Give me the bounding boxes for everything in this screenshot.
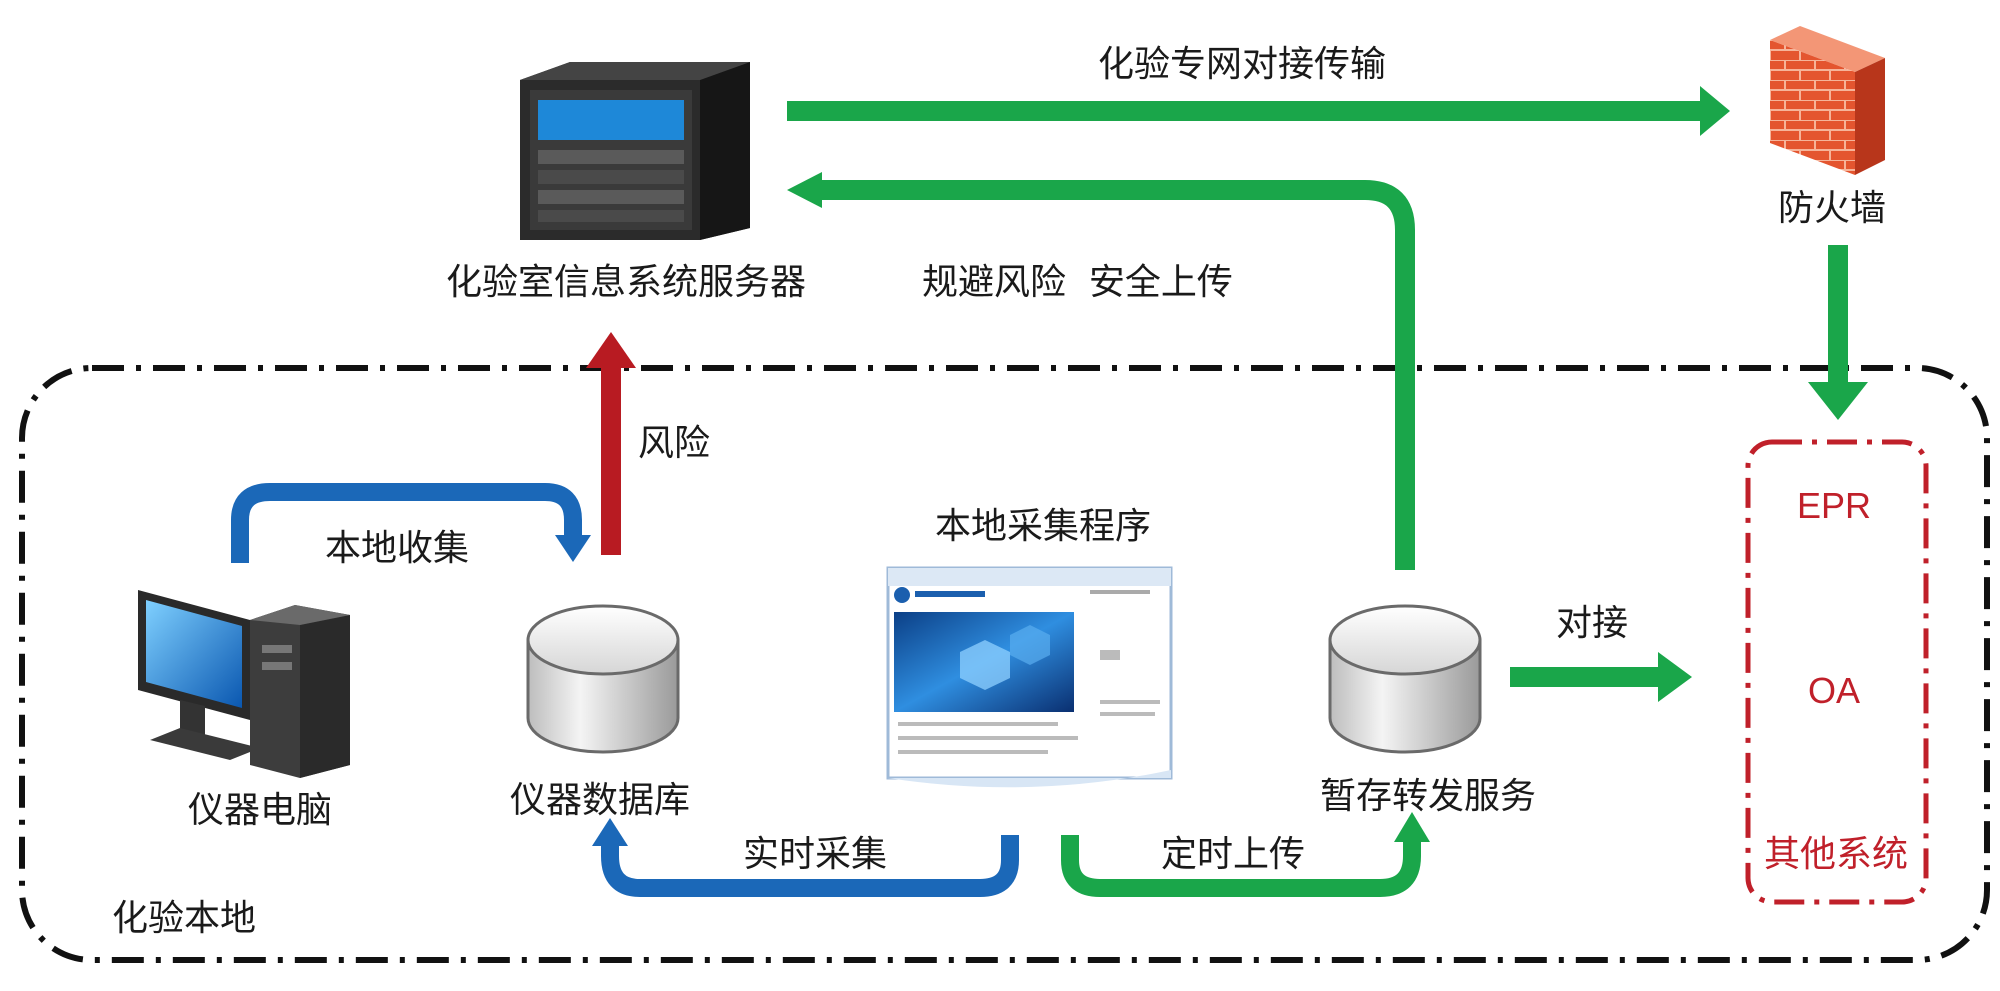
- arrow-scheduled-upload: [1061, 812, 1430, 897]
- local-region-border: [19, 365, 1990, 963]
- arrow-dock: [1510, 652, 1692, 702]
- server-icon: [520, 62, 750, 240]
- label-private-net: 化验专网对接传输: [1098, 44, 1386, 85]
- arrow-local-collect: [231, 483, 591, 563]
- label-oa: OA: [1808, 670, 1860, 711]
- arrow-risk: [586, 332, 636, 555]
- arrow-firewall-down: [1808, 245, 1868, 420]
- label-scheduled-upload: 定时上传: [1161, 834, 1305, 875]
- instrument-database-icon: [526, 604, 680, 754]
- label-local-collect: 本地收集: [325, 528, 469, 569]
- label-instrument-pc: 仪器电脑: [188, 790, 332, 831]
- arrow-safe-upload: [787, 172, 1415, 570]
- label-instrument-db: 仪器数据库: [510, 780, 690, 821]
- label-local-program: 本地采集程序: [935, 506, 1151, 547]
- label-dock: 对接: [1556, 603, 1628, 644]
- label-risk: 风险: [638, 423, 710, 464]
- computer-icon: [138, 590, 350, 778]
- label-avoid-risk: 规避风险 安全上传: [922, 262, 1233, 303]
- label-buffer-service: 暂存转发服务: [1320, 776, 1536, 817]
- firewall-icon: [1770, 26, 1885, 175]
- arrow-private-network: [787, 86, 1730, 136]
- label-local-region: 化验本地: [112, 898, 256, 939]
- program-screenshot-icon: [886, 566, 1173, 788]
- label-epr: EPR: [1797, 485, 1871, 526]
- label-other-systems: 其他系统: [1764, 834, 1908, 875]
- arrow-realtime-collect: [592, 818, 1019, 897]
- label-realtime-collect: 实时采集: [743, 834, 887, 875]
- buffer-database-icon: [1328, 604, 1482, 754]
- label-server: 化验室信息系统服务器: [446, 262, 806, 303]
- other-systems-border: [1745, 439, 1929, 905]
- label-firewall: 防火墙: [1778, 188, 1886, 229]
